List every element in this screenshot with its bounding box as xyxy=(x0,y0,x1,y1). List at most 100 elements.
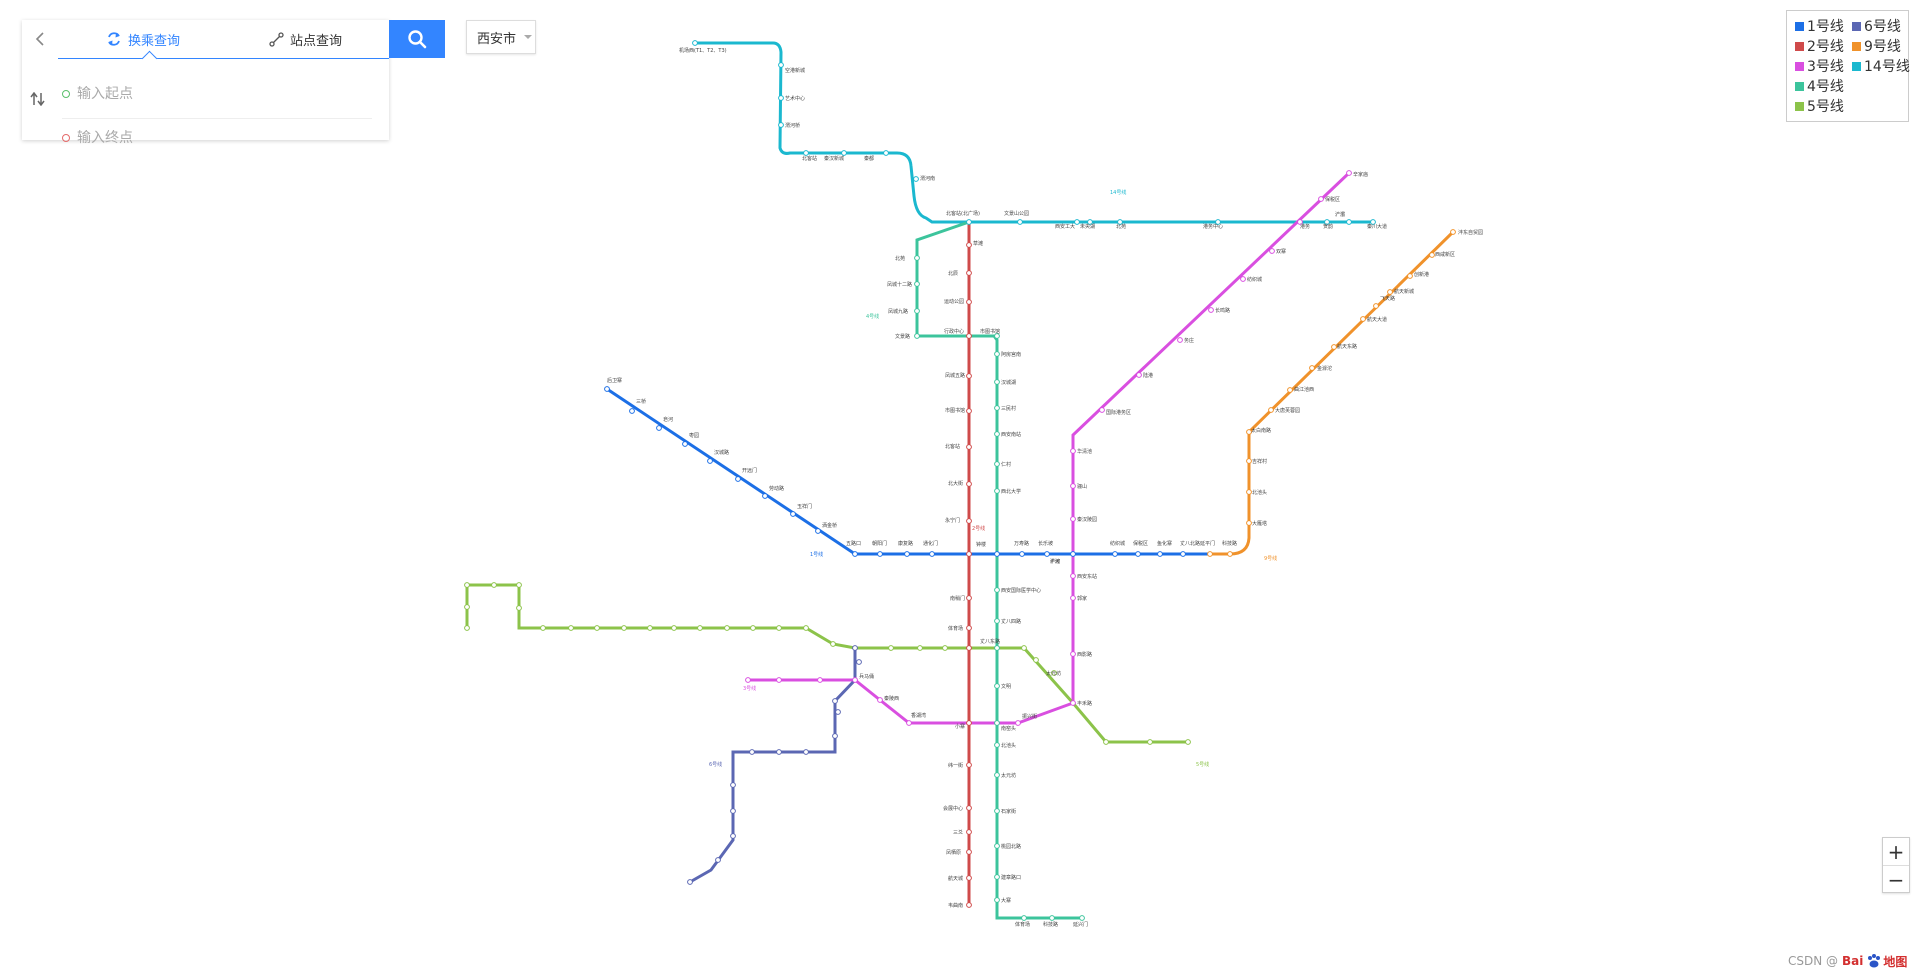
station[interactable]: 郭家 xyxy=(1070,595,1087,602)
station[interactable]: 西安南站 xyxy=(994,431,1021,438)
station[interactable]: 北辰 xyxy=(948,270,972,277)
station[interactable]: 金滹沱 xyxy=(1309,365,1332,372)
station[interactable]: 太元坊 xyxy=(1046,670,1061,677)
station[interactable]: 丰禾路 xyxy=(1070,700,1092,707)
station[interactable] xyxy=(888,645,894,651)
station[interactable] xyxy=(464,604,470,610)
station[interactable]: 秦都 xyxy=(864,150,889,162)
station[interactable]: 文景路 xyxy=(895,333,920,340)
station[interactable]: 市图书馆 xyxy=(980,328,1000,339)
line-5-path[interactable] xyxy=(465,583,1188,744)
station[interactable]: 会展中心 xyxy=(943,805,972,812)
legend-item-line-5[interactable]: 5号线 xyxy=(1795,96,1844,116)
station[interactable]: 北池头 xyxy=(1246,489,1267,496)
station[interactable]: 航天东路 xyxy=(1331,343,1357,350)
station[interactable]: 机场西(T1、T2、T3) xyxy=(679,40,727,54)
station[interactable]: 骊山 xyxy=(1070,483,1087,490)
station[interactable]: 半坡 xyxy=(1050,551,1076,565)
station[interactable]: 建章路口 xyxy=(994,874,1021,881)
station[interactable]: 西北大学 xyxy=(994,488,1021,495)
station[interactable] xyxy=(1033,657,1039,663)
back-button[interactable] xyxy=(22,20,58,58)
station[interactable]: 秦川大道 xyxy=(1367,219,1387,230)
station[interactable]: 仁村 xyxy=(994,461,1011,468)
station[interactable]: 北苑 xyxy=(895,255,920,262)
station[interactable]: 永宁门 xyxy=(945,517,972,524)
station[interactable] xyxy=(750,625,756,631)
tab-station-query[interactable]: 站点查询 xyxy=(269,20,342,58)
station[interactable] xyxy=(776,677,782,683)
station[interactable] xyxy=(776,749,782,755)
station[interactable] xyxy=(832,698,838,704)
station[interactable]: 体育场 xyxy=(1015,915,1030,928)
station[interactable] xyxy=(516,605,522,611)
station[interactable]: 南窑头 xyxy=(994,720,1016,732)
station[interactable] xyxy=(1021,645,1027,651)
station[interactable] xyxy=(464,625,470,631)
station[interactable]: 科技路 xyxy=(1043,915,1058,928)
city-selector[interactable]: 西安市 xyxy=(466,20,536,54)
station[interactable]: 玉祥门 xyxy=(790,503,812,517)
legend-item-line-1[interactable]: 1号线 xyxy=(1795,16,1844,36)
station[interactable] xyxy=(540,625,546,631)
station[interactable] xyxy=(697,625,703,631)
station[interactable]: 双寨 xyxy=(1269,248,1286,255)
station[interactable]: 辛家庙 xyxy=(1346,170,1368,178)
legend-item-line-3[interactable]: 3号线 xyxy=(1795,56,1844,76)
station[interactable]: 通化门 xyxy=(923,540,938,557)
station[interactable] xyxy=(803,749,809,755)
station[interactable]: 渭河桥 xyxy=(778,122,800,129)
station[interactable]: 延平门 xyxy=(1200,540,1215,557)
station[interactable]: 运动公园 xyxy=(944,298,972,305)
station[interactable]: 空港新城 xyxy=(778,62,805,74)
station[interactable]: 体育场 xyxy=(948,625,972,632)
station[interactable]: 枣园 xyxy=(682,432,699,447)
station[interactable]: 香湖湾 xyxy=(906,712,926,726)
station[interactable]: 汉城湖 xyxy=(994,379,1016,386)
station[interactable]: 华清池 xyxy=(1070,448,1092,455)
station[interactable]: 桃园北路 xyxy=(994,843,1021,850)
station[interactable] xyxy=(942,645,948,651)
station[interactable] xyxy=(745,677,751,683)
station[interactable]: 凤城十二路 xyxy=(887,281,920,288)
station[interactable] xyxy=(1103,739,1109,745)
station[interactable]: 朝阳门 xyxy=(872,540,887,557)
station[interactable]: 未央湖 xyxy=(1080,219,1095,230)
station[interactable]: 市图书馆 xyxy=(945,407,972,414)
line-6-path[interactable] xyxy=(689,648,857,884)
station[interactable]: 三民村 xyxy=(994,405,1016,412)
station[interactable]: 小寨 xyxy=(955,720,972,730)
station[interactable]: 凤城九路 xyxy=(888,308,920,315)
station[interactable]: 文景山公园 xyxy=(1004,210,1029,225)
station[interactable]: 陆港 xyxy=(1136,372,1153,379)
legend-item-line-4[interactable]: 4号线 xyxy=(1795,76,1844,96)
station[interactable] xyxy=(1147,739,1153,745)
zoom-out-button[interactable]: − xyxy=(1883,865,1909,893)
station[interactable]: 行政中心 xyxy=(944,328,972,339)
legend-item-line-14[interactable]: 14号线 xyxy=(1852,56,1910,76)
station[interactable]: 丈八北路 xyxy=(1180,540,1200,557)
station[interactable]: 大雁塔 xyxy=(1246,520,1267,527)
station[interactable]: 丈八东路 xyxy=(980,638,1000,651)
zoom-in-button[interactable]: + xyxy=(1887,839,1905,864)
station[interactable]: 钟楼 xyxy=(966,541,986,557)
station[interactable]: 曲江池西 xyxy=(1287,386,1314,393)
station[interactable] xyxy=(832,733,838,739)
station[interactable] xyxy=(817,677,823,683)
station[interactable]: 渭河南 xyxy=(913,175,935,182)
station[interactable]: 长鸣路 xyxy=(1208,307,1230,314)
station[interactable]: 凤城五路 xyxy=(945,372,972,379)
station[interactable]: 皂河 xyxy=(656,416,673,431)
station[interactable]: 三爻 xyxy=(953,829,972,836)
station[interactable]: 南稍门 xyxy=(950,595,972,602)
station[interactable] xyxy=(917,645,923,651)
legend-item-line-6[interactable]: 6号线 xyxy=(1852,16,1901,36)
station[interactable]: 丈八四路 xyxy=(994,618,1021,625)
station[interactable] xyxy=(621,625,627,631)
station[interactable]: 航天城 xyxy=(948,875,972,882)
station[interactable]: 开远门 xyxy=(735,467,757,482)
line-3-path[interactable] xyxy=(748,171,1351,725)
station[interactable]: 西安国际医学中心 xyxy=(994,587,1041,594)
station[interactable]: 保税区 xyxy=(1133,540,1148,557)
